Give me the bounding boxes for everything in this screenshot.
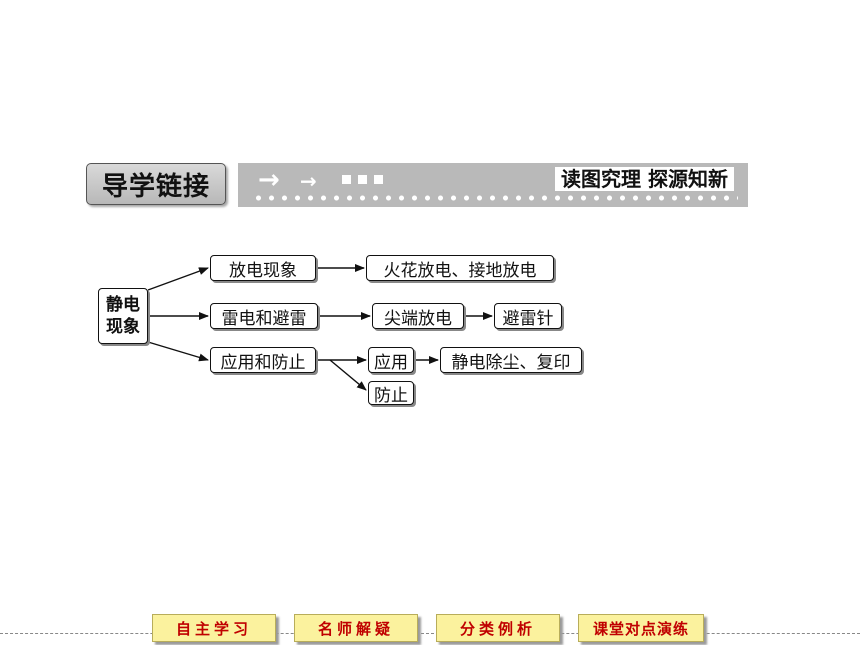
node-label: 应用: [374, 352, 408, 373]
node-label: 防止: [374, 385, 408, 406]
node-application-prevention: 应用和防止: [210, 347, 316, 373]
node-lightning-rod: 避雷针: [494, 303, 562, 329]
square-icon: [374, 175, 383, 184]
node-root: 静电 现象: [98, 288, 148, 344]
nav-self-study-button[interactable]: 自主学习: [152, 614, 276, 642]
node-label: 应用和防止: [220, 352, 306, 373]
nav-label: 名师解疑: [317, 619, 394, 638]
header-bar: → → 读图究理 探源知新: [238, 163, 748, 207]
nav-teacher-explain-button[interactable]: 名师解疑: [294, 614, 418, 642]
edge-root-branch3: [147, 341, 209, 362]
node-label: 雷电和避雷: [221, 308, 307, 329]
node-label: 尖端放电: [384, 308, 452, 329]
node-label: 避雷针: [502, 308, 554, 329]
square-icon: [342, 175, 351, 184]
arrow-right-small-icon: →: [300, 169, 317, 193]
footer-divider: [0, 633, 860, 634]
node-application: 应用: [368, 347, 414, 373]
node-spark-discharge: 火花放电、接地放电: [366, 255, 554, 281]
node-lightning: 雷电和避雷: [210, 303, 318, 329]
node-root-line2: 现象: [106, 317, 140, 337]
nav-label: 分类例析: [459, 619, 536, 638]
arrow-right-icon: →: [258, 165, 280, 195]
node-root-line1: 静电: [106, 295, 140, 315]
node-label: 放电现象: [229, 260, 297, 281]
nav-classroom-practice-button[interactable]: 课堂对点演练: [578, 614, 704, 642]
square-icon: [358, 175, 367, 184]
header-slogan: 读图究理 探源知新: [555, 167, 734, 191]
node-label: 静电除尘、复印: [451, 352, 571, 373]
node-point-discharge: 尖端放电: [372, 303, 464, 329]
nav-label: 自主学习: [175, 619, 252, 638]
node-dust-removal-copy: 静电除尘、复印: [440, 347, 582, 373]
edge-root-branch1: [147, 267, 209, 291]
nav-examples-button[interactable]: 分类例析: [436, 614, 560, 642]
nav-label: 课堂对点演练: [592, 619, 689, 638]
edge-branch3-prevent: [329, 359, 367, 391]
node-label: 火花放电、接地放电: [383, 260, 537, 281]
section-title-text: 导学链接: [101, 171, 210, 202]
dot-pattern: [252, 194, 738, 202]
node-prevention: 防止: [368, 381, 414, 406]
node-discharge-phenomena: 放电现象: [210, 255, 316, 281]
section-title: 导学链接: [86, 163, 226, 205]
